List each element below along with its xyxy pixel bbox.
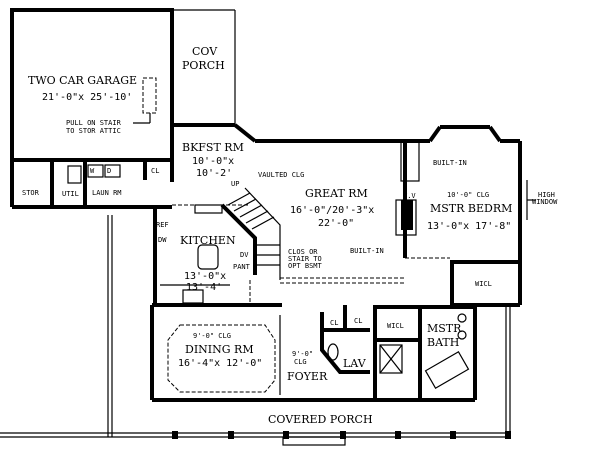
dryer-label: D xyxy=(107,167,111,175)
great-rm-label: GREAT RM xyxy=(305,187,368,200)
high-window-1: HIGH xyxy=(538,191,555,199)
cov-porch-label-2: PORCH xyxy=(182,59,225,72)
stor-label: STOR xyxy=(22,189,40,197)
attic-note-1: PULL ON STAIR xyxy=(66,119,122,127)
cov-porch-label-1: COV xyxy=(192,45,218,58)
mstr-bed-label: MSTR BEDRM xyxy=(430,202,512,215)
ref-label: REF xyxy=(156,221,169,229)
covered-porch-label: COVERED PORCH xyxy=(268,413,373,426)
kitchen-size-2: 13'-4' xyxy=(186,282,222,293)
great-rm-size-1: 16'-0"/20'-3"x xyxy=(290,205,374,216)
kitchen-label: KITCHEN xyxy=(180,234,236,247)
foyer-clg-1: 9'-0" xyxy=(292,350,313,358)
foyer-clg-2: CLG xyxy=(294,358,307,366)
mstr-bath-label-2: BATH xyxy=(427,336,459,349)
pant-label: PANT xyxy=(233,263,251,271)
garage-label: TWO CAR GARAGE xyxy=(28,74,137,87)
bkfst-size-2: 10'-2' xyxy=(196,168,232,179)
up-label: UP xyxy=(231,180,239,188)
room-labels: TWO CAR GARAGE 21'-0"x 25'-10' PULL ON S… xyxy=(22,45,558,426)
mstr-bed-size: 13'-0"x 17'-8" xyxy=(427,221,511,232)
walls xyxy=(0,8,536,446)
cl-laun-label: CL xyxy=(151,167,159,175)
dining-label: DINING RM xyxy=(185,343,254,356)
mstr-bed-clg: 10'-0" CLG xyxy=(447,191,489,199)
built-in-label-1: BUILT-IN xyxy=(433,159,467,167)
dv-label: DV xyxy=(240,251,249,259)
attic-note-2: TO STOR ATTIC xyxy=(66,127,121,135)
cl2-label: CL xyxy=(354,317,362,325)
kitchen-size-1: 13'-0"x xyxy=(184,271,226,282)
bsmt-note-3: OPT BSMT xyxy=(288,262,323,270)
dw-label: DW xyxy=(158,236,167,244)
great-rm-size-2: 22'-0" xyxy=(318,218,354,229)
tv-label: T.V xyxy=(403,192,416,200)
bkfst-size-1: 10'-0"x xyxy=(192,156,234,167)
stair xyxy=(220,187,281,280)
laun-label: LAUN RM xyxy=(92,189,122,197)
wicl-bath-label: WICL xyxy=(387,322,404,330)
bsmt-note-2: STAIR TO xyxy=(288,255,322,263)
cl1-label: CL xyxy=(330,319,338,327)
high-window-2: WINDOW xyxy=(532,198,558,206)
vaulted-label: VAULTED CLG xyxy=(258,171,304,179)
bkfst-label: BKFST RM xyxy=(182,141,244,154)
util-label: UTIL xyxy=(62,190,79,198)
mstr-bath-label-1: MSTR xyxy=(427,322,462,335)
lav-label: LAV xyxy=(343,357,367,370)
wicl-bed-label: WICL xyxy=(475,280,492,288)
dining-size: 16'-4"x 12'-0" xyxy=(178,358,262,369)
dining-clg: 9'-0" CLG xyxy=(193,332,231,340)
foyer-label: FOYER xyxy=(287,370,328,383)
garage-size: 21'-0"x 25'-10' xyxy=(42,92,132,103)
washer-label: W xyxy=(90,167,95,175)
bsmt-note-1: CLOS OR xyxy=(288,248,318,256)
built-in-label-2: BUILT-IN xyxy=(350,247,384,255)
